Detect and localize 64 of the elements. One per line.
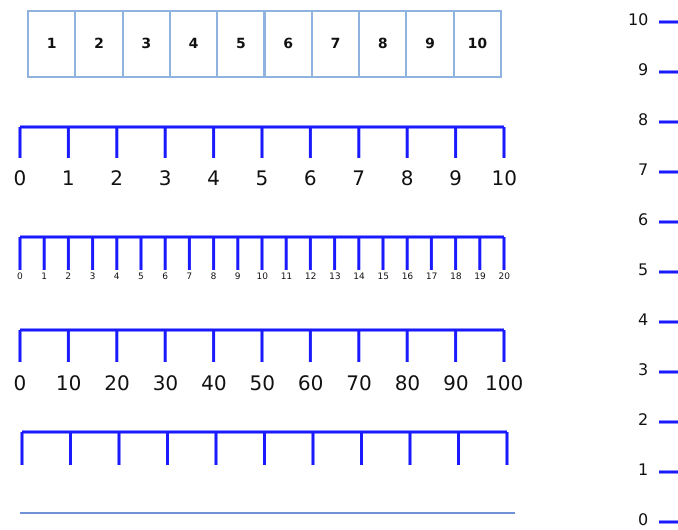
tick-label: 18: [450, 272, 462, 282]
tick-label: 11: [280, 272, 292, 282]
tick-label: 5: [138, 272, 144, 282]
number-square: 9: [405, 10, 455, 78]
tick-label: 20: [498, 272, 510, 282]
tick-label: 90: [443, 373, 469, 393]
tick-label: 1: [62, 168, 75, 188]
number-square: 2: [74, 10, 124, 78]
tick-label: 19: [474, 272, 486, 282]
tick-label: 0: [14, 373, 26, 393]
tick-label: 16: [402, 272, 414, 282]
tick-label: 7: [186, 272, 192, 282]
tick-label: 4: [207, 168, 220, 188]
tick-label: 9: [234, 272, 241, 282]
number-square: 1: [27, 10, 76, 78]
tick-label: 4: [638, 312, 648, 328]
tick-label: 3: [158, 168, 172, 188]
number-square: 4: [168, 10, 218, 78]
tick-label: 8: [638, 112, 648, 128]
number-square: 8: [358, 10, 408, 78]
tick-label: 1: [41, 272, 47, 282]
tick-label: 17: [426, 272, 438, 282]
tick-label: 0: [638, 512, 648, 528]
tick-label: 1: [638, 462, 648, 478]
tick-label: 10: [492, 168, 517, 188]
number-square: 10: [452, 10, 502, 78]
tick-label: 30: [152, 373, 178, 393]
tick-label: 20: [104, 373, 130, 393]
tick-label: 6: [162, 272, 168, 282]
tick-label: 5: [638, 262, 648, 278]
tick-label: 10: [628, 12, 648, 28]
tick-label: 10: [56, 373, 82, 393]
tick-label: 6: [638, 212, 648, 228]
tick-label: 7: [352, 168, 366, 188]
tick-label: 3: [90, 272, 96, 282]
tick-label: 9: [449, 168, 462, 188]
tick-label: 10: [256, 272, 268, 282]
tick-label: 70: [346, 373, 372, 393]
tick-label: 8: [210, 272, 216, 282]
number-square: 7: [310, 10, 360, 78]
tick-label: 2: [110, 168, 124, 188]
number-square: 6: [264, 10, 313, 78]
tick-label: 60: [298, 373, 324, 393]
tick-label: 2: [638, 412, 648, 428]
tick-label: 4: [114, 272, 120, 282]
tick-label: 40: [201, 373, 227, 393]
tick-label: 5: [256, 168, 268, 188]
tick-label: 80: [394, 373, 420, 393]
tick-label: 2: [65, 272, 72, 282]
tick-label: 12: [304, 272, 316, 282]
tick-label: 50: [250, 373, 275, 393]
tick-label: 3: [638, 362, 648, 378]
tick-label: 15: [378, 272, 389, 282]
tick-label: 13: [329, 272, 341, 282]
tick-label: 100: [485, 373, 524, 393]
tick-label: 9: [638, 62, 648, 78]
tick-label: 7: [638, 162, 648, 178]
number-square: 3: [122, 10, 171, 78]
tick-label: 8: [400, 168, 414, 188]
tick-label: 0: [17, 272, 23, 282]
tick-label: 14: [353, 272, 365, 282]
number-square: 5: [216, 10, 266, 78]
tick-label: 6: [304, 168, 317, 188]
tick-label: 0: [14, 168, 26, 188]
